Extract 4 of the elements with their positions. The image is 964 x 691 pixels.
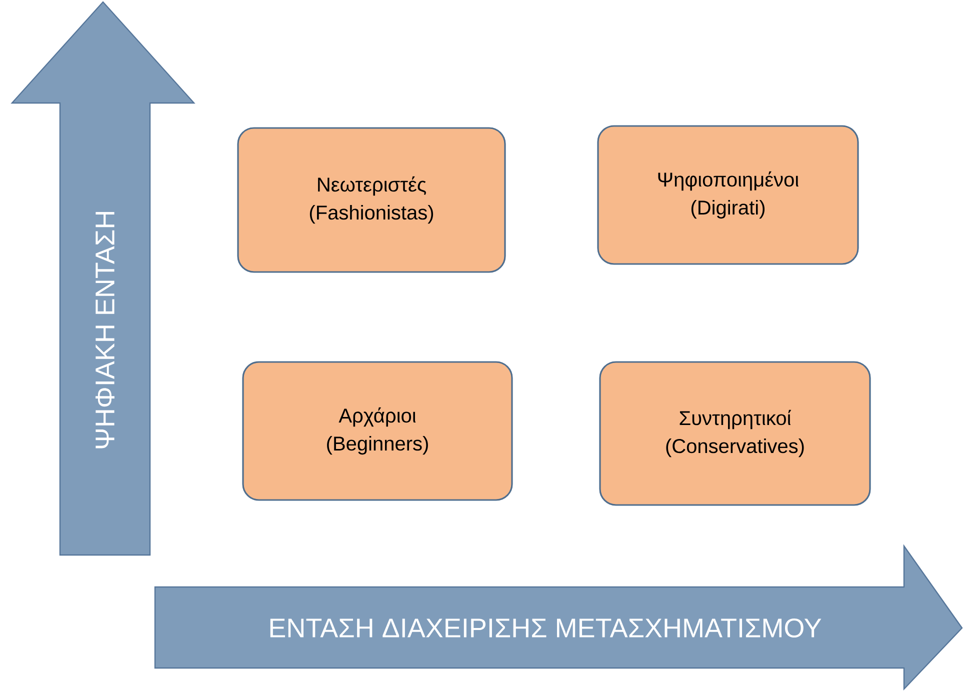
- quadrant-box: Νεωτεριστές (Fashionistas): [237, 127, 506, 273]
- quadrant-box: Αρχάριοι (Beginners): [242, 361, 513, 501]
- quadrant-box: Ψηφιοποιημένοι (Digirati): [597, 125, 859, 265]
- quadrant-box: Συντηρητικοί (Conservatives): [599, 361, 871, 506]
